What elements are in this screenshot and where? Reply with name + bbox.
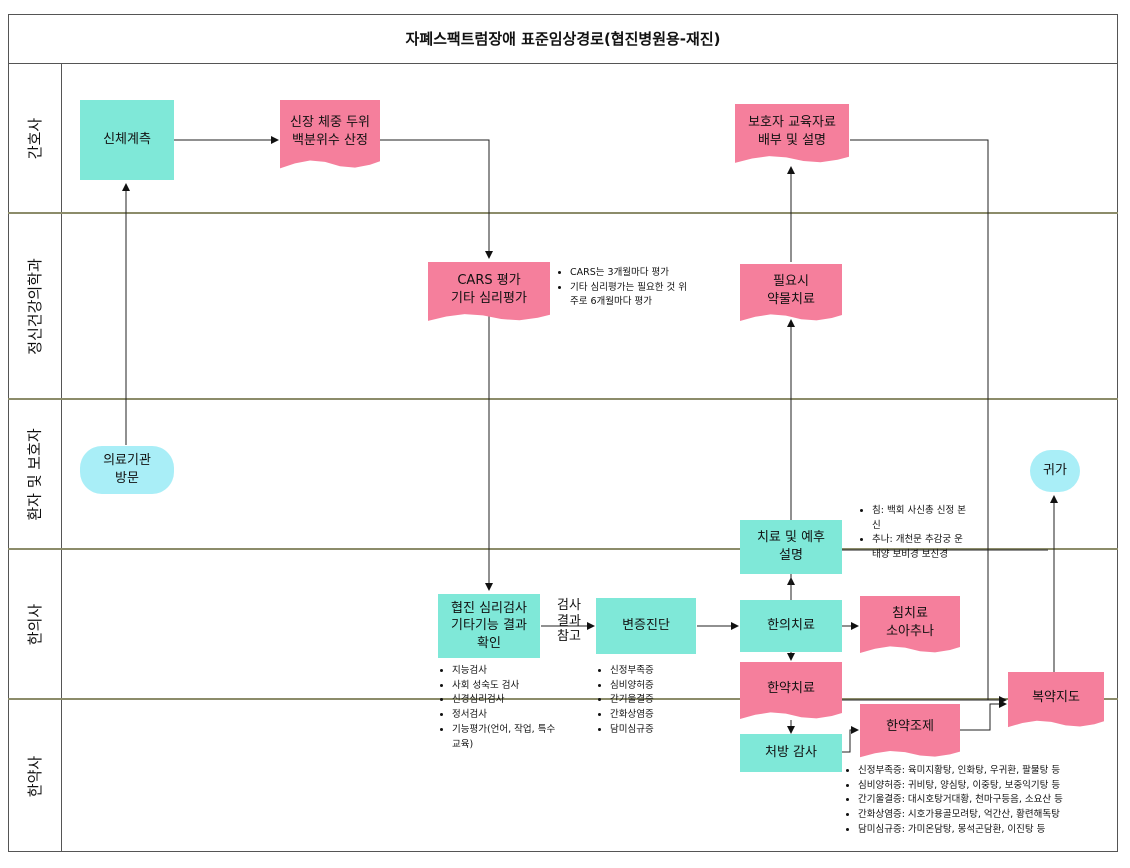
arrow-percentile-to-cars bbox=[380, 139, 493, 259]
diagram-title: 자폐스팩트럼장애 표준임상경로(협진병원용-재진) bbox=[8, 14, 1118, 64]
note-item: CARS는 3개월마다 평가 bbox=[570, 266, 688, 281]
note-item: 간화상염증 bbox=[610, 708, 678, 723]
note-item: 기타 심리평가는 필요한 것 위주로 6개월마다 평가 bbox=[570, 281, 688, 310]
node-label: 신장 체중 두위 백분위수 산정 bbox=[289, 115, 371, 148]
note-item: 심비양허증: 귀비탕, 양심탕, 이중탕, 보중익기탕 등 bbox=[858, 779, 1108, 794]
node-label: 신체계측 bbox=[103, 132, 151, 148]
node-percentile: 신장 체중 두위 백분위수 산정 bbox=[280, 100, 380, 169]
note-patterns: 신정부족증 심비양허증 간기울결증 간화상염증 담미심규증 bbox=[598, 664, 678, 738]
note-item: 심비양허증 bbox=[610, 679, 678, 694]
edge-label-test-results: 검사 결과 참고 bbox=[557, 598, 581, 645]
note-item: 신정부족증: 육미지황탕, 인화탕, 우귀환, 팔물탕 등 bbox=[858, 764, 1108, 779]
node-label: 치료 및 예후 설명 bbox=[756, 530, 826, 563]
note-item: 추나: 개천문 추감궁 운태양 보비경 보신경 bbox=[872, 533, 970, 562]
diagram-frame bbox=[8, 14, 1118, 852]
node-cars: CARS 평가 기타 심리평가 bbox=[428, 262, 550, 321]
node-label: 한약조제 bbox=[886, 719, 934, 735]
note-cars: CARS는 3개월마다 평가 기타 심리평가는 필요한 것 위주로 6개월마다 … bbox=[558, 266, 688, 310]
node-label: 의료기관 방문 bbox=[103, 453, 151, 486]
node-label: 복약지도 bbox=[1032, 690, 1080, 706]
note-item: 정서검사 bbox=[452, 708, 560, 723]
node-km-treatment: 한의치료 bbox=[740, 600, 842, 652]
note-item: 담미심규증: 가미온담탕, 몽석곤담환, 이진탕 등 bbox=[858, 823, 1108, 838]
arrow-prep-to-compliance bbox=[960, 700, 1007, 731]
note-item: 기능평가(언어, 작업, 특수교육) bbox=[452, 723, 560, 752]
node-label: 한의치료 bbox=[767, 618, 815, 634]
note-item: 신경심리검사 bbox=[452, 693, 560, 708]
node-label: 보호자 교육자료 배부 및 설명 bbox=[748, 115, 836, 148]
arrow-audit-to-prep bbox=[842, 726, 859, 753]
lane-header-divider bbox=[61, 64, 62, 852]
node-label: 처방 감사 bbox=[765, 745, 817, 761]
node-prognosis: 치료 및 예후 설명 bbox=[740, 520, 842, 574]
node-visit: 의료기관 방문 bbox=[80, 446, 174, 494]
note-item: 간화상염증: 시호가용골모려탕, 억간산, 황련해독탕 bbox=[858, 808, 1108, 823]
node-acupuncture: 침치료 소아추나 bbox=[860, 596, 960, 653]
node-label: 한약치료 bbox=[767, 681, 815, 697]
node-label: 협진 심리검사 기타기능 결과 확인 bbox=[451, 600, 527, 651]
node-label: 변증진단 bbox=[622, 618, 670, 634]
note-item: 담미심규증 bbox=[610, 723, 678, 738]
node-herbal-treatment: 한약치료 bbox=[740, 662, 842, 719]
lane-separator bbox=[8, 212, 1118, 214]
node-home: 귀가 bbox=[1030, 450, 1080, 492]
note-item: 지능검사 bbox=[452, 664, 560, 679]
lane-separator bbox=[8, 398, 1118, 400]
lane-separator bbox=[8, 698, 1118, 700]
node-body-measure: 신체계측 bbox=[80, 100, 174, 180]
note-prescriptions: 신정부족증: 육미지황탕, 인화탕, 우귀환, 팔물탕 등 심비양허증: 귀비탕… bbox=[846, 764, 1108, 838]
node-label: 귀가 bbox=[1043, 463, 1067, 479]
node-label: 침치료 소아추나 bbox=[886, 606, 934, 639]
lane-separator bbox=[8, 548, 1118, 550]
note-item: 신정부족증 bbox=[610, 664, 678, 679]
node-herbal-prep: 한약조제 bbox=[860, 704, 960, 758]
node-rx-audit: 처방 감사 bbox=[740, 734, 842, 772]
node-pattern-dx: 변증진단 bbox=[596, 598, 696, 654]
node-consult-result: 협진 심리검사 기타기능 결과 확인 bbox=[438, 594, 540, 658]
arrow-edu-to-compliance bbox=[850, 139, 989, 700]
note-item: 사회 성숙도 검사 bbox=[452, 679, 560, 694]
note-tests: 지능검사 사회 성숙도 검사 신경심리검사 정서검사 기능평가(언어, 작업, … bbox=[440, 664, 560, 752]
node-medication: 필요시 약물치료 bbox=[740, 264, 842, 321]
node-label: 필요시 약물치료 bbox=[767, 274, 815, 307]
note-item: 간기울결증: 대시호탕거대황, 천마구등음, 소요산 등 bbox=[858, 793, 1108, 808]
node-compliance: 복약지도 bbox=[1008, 672, 1104, 728]
node-guardian-edu: 보호자 교육자료 배부 및 설명 bbox=[735, 104, 849, 163]
node-label: CARS 평가 기타 심리평가 bbox=[451, 273, 527, 306]
note-item: 침: 백회 사신총 신정 본신 bbox=[872, 504, 970, 533]
note-acupuncture: 침: 백회 사신총 신정 본신 추나: 개천문 추감궁 운태양 보비경 보신경 bbox=[860, 504, 970, 563]
note-item: 간기울결증 bbox=[610, 693, 678, 708]
